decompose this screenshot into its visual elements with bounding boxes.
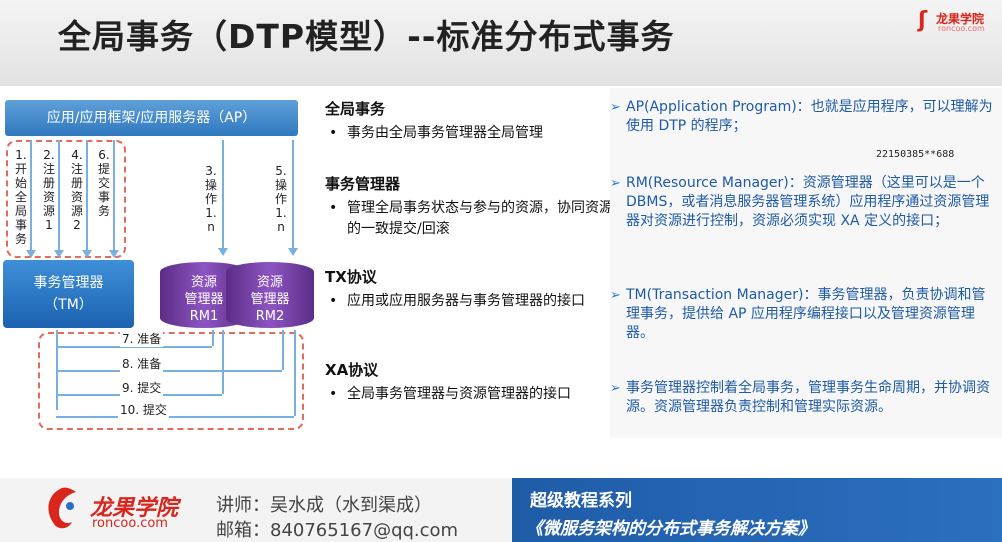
logo-top-cn: 龙果学院 (936, 12, 985, 26)
tm-box: 事务管理器 （TM） (3, 260, 134, 328)
roncoo-logo-icon: ʃ (918, 8, 928, 33)
logo-top: ʃ 龙果学院 roncoo.com (918, 8, 994, 38)
arrow-3-head (218, 248, 228, 256)
right-item-tm: ➢ TM(Transaction Manager)：事务管理器，负责协调和管理事… (610, 286, 994, 343)
arrow-10-line (56, 416, 294, 418)
rm2-line2: 管理器 (250, 292, 290, 307)
tx-dashed-region (6, 140, 126, 258)
ap-box: 应用/应用框架/应用服务器（AP） (5, 100, 298, 136)
arrow-10-label: 10. 提交 (118, 401, 169, 418)
arrow-6-line (113, 140, 115, 252)
course-title: 《微服务架构的分布式事务解决方案》 (526, 519, 815, 539)
arrow-10-up (294, 330, 296, 416)
arrow-5-head (288, 248, 298, 256)
arrow-7-line (56, 346, 212, 348)
def-bullet: 事务由全局事务管理器全局管理 (325, 123, 615, 144)
rm2-line1: 资源 (256, 275, 283, 290)
right-item-rm: ➢ RM(Resource Manager)：资源管理器（这里可以是一个 DBM… (610, 174, 994, 231)
watermark-note: 22150385**688 (876, 149, 955, 160)
arrow-8-line (56, 370, 282, 372)
arrow-7-up (212, 330, 214, 346)
def-global-tx: 全局事务 事务由全局事务管理器全局管理 (325, 98, 615, 173)
arrow-5-label: 5.操作1.n (274, 164, 287, 234)
rm1-line1: 资源 (190, 275, 217, 290)
page-title: 全局事务（DTP模型）--标准分布式事务 (58, 17, 675, 56)
footer-right (512, 478, 1002, 542)
footer-logo-cn: 龙果学院 (90, 496, 179, 521)
arrow-8-up (282, 330, 284, 370)
def-heading: TX协议 (325, 268, 377, 286)
arrow-2-head (54, 250, 64, 258)
footer-logo-en: roncoo.com (92, 516, 168, 531)
arrow-bullet-icon: ➢ (610, 381, 621, 396)
def-tx: TX协议 应用或应用服务器与事务管理器的接口 (325, 266, 615, 359)
arrow-6-head (109, 250, 119, 258)
arrow-bullet-icon: ➢ (610, 288, 621, 303)
arrow-7-label: 7. 准备 (120, 330, 164, 347)
arrow-9-up (222, 330, 224, 394)
title-band (0, 0, 1002, 86)
arrow-bullet-icon: ➢ (610, 176, 621, 191)
arrow-2-line (58, 140, 60, 252)
arrow-1-line (30, 140, 32, 252)
right-item-text: 事务管理器控制着全局事务，管理事务生命周期，并协调资源。资源管理器负责控制和管理… (626, 380, 990, 415)
right-item-text: AP(Application Program)：也就是应用程序，可以理解为使用 … (626, 99, 993, 134)
roncoo-logo-icon (48, 487, 76, 529)
arrow-6-label: 6.提交事务 (97, 148, 110, 218)
arrow-8-label: 8. 准备 (120, 355, 164, 372)
right-item-summary: ➢ 事务管理器控制着全局事务，管理事务生命周期，并协调资源。资源管理器负责控制和… (610, 379, 994, 417)
definitions: 全局事务 事务由全局事务管理器全局管理 事务管理器 管理全局事务状态与参与的资源… (325, 98, 615, 405)
def-bullet: 管理全局事务状态与参与的资源，协同资源的一致提交/回滚 (325, 198, 615, 240)
rm1-line2: 管理器 (184, 292, 224, 307)
def-bullet: 应用或应用服务器与事务管理器的接口 (325, 291, 615, 312)
arrow-1-label: 1.开始全局事务 (14, 148, 27, 246)
def-bullet: 全局事务管理器与资源管理器的接口 (325, 384, 615, 405)
email: 邮箱：840765167@qq.com (216, 520, 459, 541)
right-item-text: RM(Resource Manager)：资源管理器（这里可以是一个 DBMS，… (626, 175, 990, 229)
series-title: 超级教程系列 (530, 491, 632, 511)
rm2-line3: RM2 (255, 309, 285, 324)
arrow-9-label: 9. 提交 (120, 379, 164, 396)
arrow-3-line (222, 140, 224, 250)
logo-top-en: roncoo.com (938, 24, 985, 33)
def-heading: XA协议 (325, 361, 379, 379)
def-tm: 事务管理器 管理全局事务状态与参与的资源，协同资源的一致提交/回滚 (325, 173, 615, 266)
def-heading: 事务管理器 (325, 175, 401, 193)
arrow-4-label: 4.注册资源2 (70, 148, 83, 232)
def-heading: 全局事务 (325, 100, 386, 118)
lecturer: 讲师：吴水成（水到渠成） (216, 495, 432, 516)
arrow-3-label: 3.操作1.n (204, 164, 217, 234)
arrow-5-line (292, 140, 294, 250)
tm-line1: 事务管理器 (33, 275, 104, 291)
rm2-cylinder: 资源 管理器 RM2 (226, 262, 314, 328)
rm1-line3: RM1 (189, 309, 219, 324)
footer-left (0, 478, 512, 542)
right-item-text: TM(Transaction Manager)：事务管理器，负责协调和管理事务，… (626, 287, 986, 341)
arrow-bullet-icon: ➢ (610, 100, 621, 115)
tm-line2: （TM） (44, 297, 93, 313)
def-xa: XA协议 全局事务管理器与资源管理器的接口 (325, 359, 615, 405)
arrow-4-head (82, 250, 92, 258)
right-item-ap: ➢ AP(Application Program)：也就是应用程序，可以理解为使… (610, 98, 994, 136)
arrow-1-head (26, 250, 36, 258)
right-panel (610, 88, 1002, 438)
arrow-4-line (86, 140, 88, 252)
xa-dashed-region (38, 332, 304, 430)
arrow-2-label: 2.注册资源1 (42, 148, 55, 232)
